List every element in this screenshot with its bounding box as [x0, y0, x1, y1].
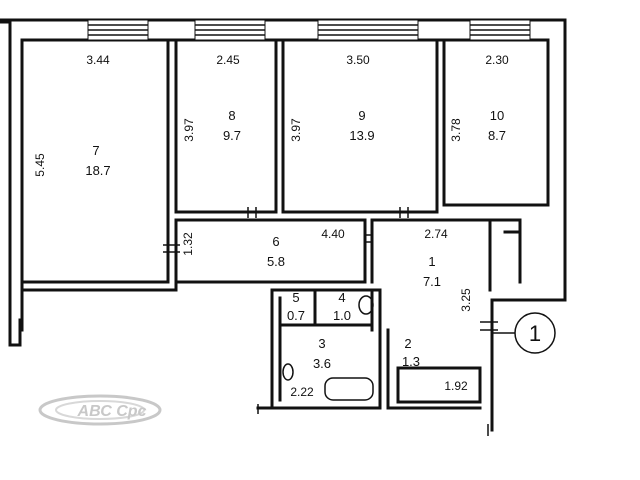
dimension-label: 4.40 [321, 227, 345, 241]
room-number: 10 [490, 108, 504, 123]
sink-icon [282, 363, 294, 381]
fixtures [282, 295, 374, 401]
room-number: 9 [358, 108, 365, 123]
dimension-label: 3.78 [449, 118, 463, 142]
dimension-label: 2.30 [485, 53, 509, 67]
room-area: 0.7 [287, 308, 305, 323]
room-number: 4 [338, 290, 345, 305]
room-area: 1.3 [402, 354, 420, 369]
room-number: 5 [292, 290, 299, 305]
room-area: 13.9 [349, 128, 374, 143]
entrance-marker: 1 [492, 312, 556, 354]
dimension-label: 2.74 [424, 227, 448, 241]
entrance-marker-label: 1 [529, 321, 541, 346]
room-labels: 7 18.7 8 9.7 9 13.9 10 8.7 6 5.8 1 7.1 5… [85, 108, 506, 371]
dimension-label: 2.45 [216, 53, 240, 67]
interior-walls [20, 38, 550, 410]
room-number: 1 [428, 254, 435, 269]
logo: АВС Срс [38, 394, 162, 426]
dimension-label: 3.50 [346, 53, 370, 67]
dimension-label: 1.32 [181, 232, 195, 256]
dimension-label: 3.25 [459, 288, 473, 312]
bathtub-icon [324, 377, 374, 401]
dimension-label: 1.92 [444, 379, 468, 393]
room-area: 3.6 [313, 356, 331, 371]
room-area: 5.8 [267, 254, 285, 269]
window-strip [87, 19, 531, 41]
toilet-icon [358, 295, 374, 315]
room-number: 8 [228, 108, 235, 123]
room-area: 1.0 [333, 308, 351, 323]
room-area: 7.1 [423, 274, 441, 289]
room-number: 7 [92, 143, 99, 158]
dimension-label: 3.97 [289, 118, 303, 142]
room-area: 9.7 [223, 128, 241, 143]
room-number: 2 [404, 336, 411, 351]
dimension-label: 5.45 [33, 153, 47, 177]
dimension-label: 3.44 [86, 53, 110, 67]
dimension-labels: 3.44 5.45 2.45 3.97 3.50 3.97 2.30 3.78 … [33, 53, 509, 399]
room-area: 18.7 [85, 163, 110, 178]
dimension-label: 2.22 [290, 385, 314, 399]
logo-text: АВС Срс [77, 403, 147, 420]
room-number: 6 [272, 234, 279, 249]
door-marks [163, 207, 498, 436]
room-area: 8.7 [488, 128, 506, 143]
room-number: 3 [318, 336, 325, 351]
dimension-label: 3.97 [182, 118, 196, 142]
